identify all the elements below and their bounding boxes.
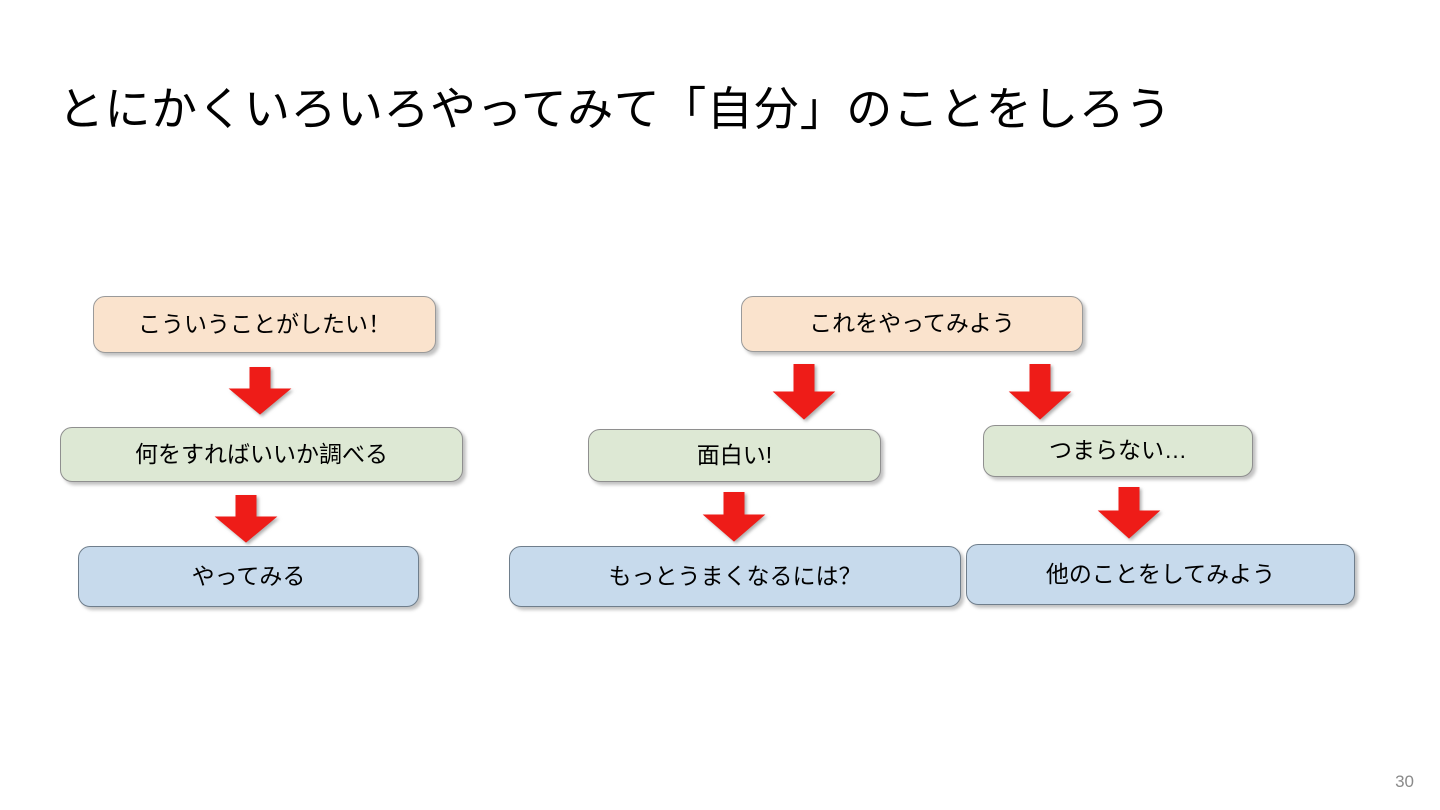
flow-node-r5[interactable]: 他のことをしてみよう bbox=[966, 544, 1355, 605]
arrow-down-l1-l2 bbox=[228, 367, 292, 415]
arrow-down-r2-r4 bbox=[702, 492, 766, 542]
page-number: 30 bbox=[1395, 772, 1414, 791]
flow-node-l1[interactable]: こういうことがしたい！ bbox=[93, 296, 436, 353]
flow-node-r3[interactable]: つまらない… bbox=[983, 425, 1253, 477]
flow-node-r4[interactable]: もっとうまくなるには？ bbox=[509, 546, 961, 607]
flow-node-r1[interactable]: これをやってみよう bbox=[741, 296, 1083, 352]
flow-node-r2[interactable]: 面白い! bbox=[588, 429, 881, 482]
arrow-down-r1-r3 bbox=[1008, 364, 1072, 420]
arrow-down-l2-l3 bbox=[214, 495, 278, 543]
flow-node-l2[interactable]: 何をすればいいか調べる bbox=[60, 427, 463, 482]
arrow-down-r3-r5 bbox=[1097, 487, 1161, 539]
page-title: とにかくいろいろやってみて「自分」のことをしろう bbox=[58, 83, 1172, 135]
arrow-down-r1-r2 bbox=[772, 364, 836, 420]
flow-node-l3[interactable]: やってみる bbox=[78, 546, 419, 607]
